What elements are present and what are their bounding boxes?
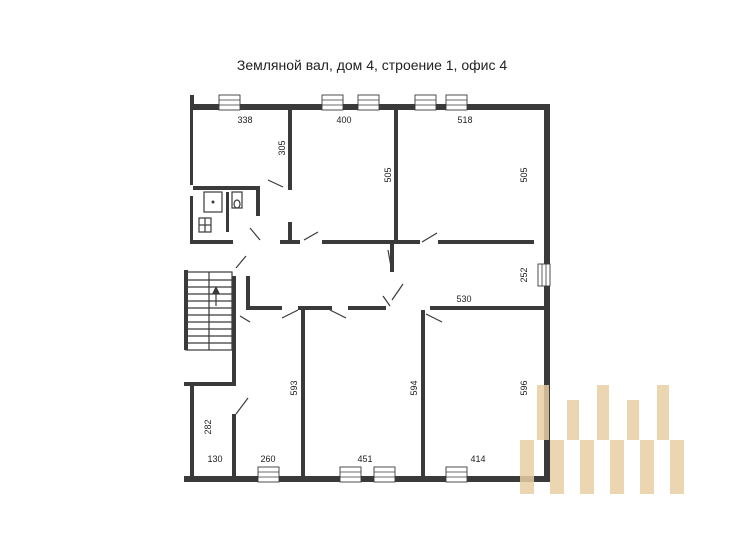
staircase <box>185 271 233 351</box>
dim-130: 130 <box>207 454 222 464</box>
window-top-1 <box>218 94 241 111</box>
dim-252: 252 <box>519 267 529 282</box>
bathroom-fixtures <box>198 191 243 233</box>
window-bottom-3 <box>373 466 396 483</box>
window-bottom-2 <box>339 466 362 483</box>
dim-305: 305 <box>277 140 287 155</box>
dim-400: 400 <box>336 115 351 125</box>
dim-260: 260 <box>260 454 275 464</box>
dim-596: 596 <box>519 380 529 395</box>
dim-414: 414 <box>470 454 485 464</box>
dim-593: 593 <box>289 380 299 395</box>
watermark-logo <box>520 385 684 494</box>
doors <box>235 179 443 415</box>
dim-338: 338 <box>237 115 252 125</box>
windows <box>218 94 551 483</box>
window-top-2 <box>321 94 344 111</box>
window-top-4 <box>414 94 437 111</box>
window-right <box>537 263 551 287</box>
dim-282: 282 <box>203 419 213 434</box>
dim-518: 518 <box>457 115 472 125</box>
plan-title: Земляной вал, дом 4, строение 1, офис 4 <box>237 57 507 73</box>
dimension-labels: 338 400 518 305 505 505 252 530 593 594 … <box>203 115 529 464</box>
outer-walls <box>184 95 550 482</box>
dim-505-a: 505 <box>383 167 393 182</box>
dim-594: 594 <box>409 380 419 395</box>
window-bottom-4 <box>445 466 468 483</box>
window-top-3 <box>357 94 380 111</box>
window-top-5 <box>445 94 468 111</box>
interior-walls <box>184 110 544 476</box>
dim-451: 451 <box>357 454 372 464</box>
dim-530: 530 <box>456 294 471 304</box>
dim-505-b: 505 <box>519 167 529 182</box>
window-bottom-1 <box>257 466 280 483</box>
